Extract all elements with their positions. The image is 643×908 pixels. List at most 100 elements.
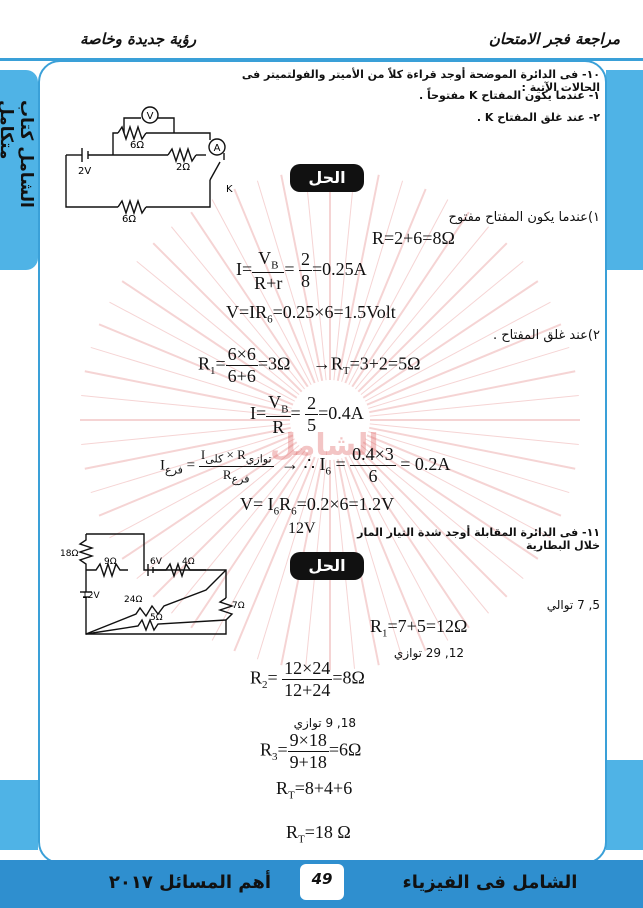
- label-24ohm: 24Ω: [124, 595, 142, 605]
- sunburst-ray: [351, 211, 470, 388]
- sunburst-ray: [344, 188, 427, 384]
- right-side-tab: [606, 70, 643, 270]
- eq-voltage-closed: V= I6R6=0.2×6=1.2V: [240, 494, 395, 518]
- sunburst-ray: [211, 455, 312, 641]
- ammeter-symbol: A: [214, 143, 221, 154]
- sunburst-ray: [336, 174, 380, 381]
- sunburst-ray: [333, 171, 356, 381]
- sunburst-ray: [152, 242, 303, 393]
- side-book-title: الشامل كتاب متكامل: [0, 100, 36, 208]
- sunburst-ray: [152, 447, 303, 598]
- q10-part1: ١- عندما يكون المفتاح K مفتوحاً .: [418, 89, 600, 102]
- solution-label-1: الحل: [290, 164, 364, 192]
- label-6ohm-top: 6Ω: [130, 140, 144, 151]
- label-2ohm: 2Ω: [176, 162, 190, 173]
- sunburst-ray: [366, 434, 562, 517]
- header-right-title: مراجعة فجر الامتحان: [488, 30, 620, 48]
- label-6ohm-bottom: 6Ω: [122, 214, 136, 222]
- sunburst-ray: [90, 431, 292, 494]
- sunburst-ray: [365, 301, 551, 402]
- q11-battery-value: 12V: [288, 520, 316, 537]
- label-18ohm: 18Ω: [60, 549, 78, 559]
- voltmeter-symbol: V: [147, 111, 154, 122]
- q10-part2: ٢- عند غلق المفتاح K .: [476, 111, 600, 124]
- sunburst-decoration: [80, 170, 580, 670]
- solution-label-2: الحل: [290, 552, 364, 580]
- left-side-tab: [0, 70, 38, 270]
- page-number-box: [300, 864, 344, 900]
- sunburst-ray: [84, 370, 291, 414]
- sunburst-ray: [360, 261, 524, 396]
- eq-rt-result: RT=18 Ω: [286, 822, 351, 846]
- eq-rt-sum: RT=8+4+6: [276, 778, 353, 802]
- sunburst-ray: [190, 211, 309, 388]
- sunburst-ray: [360, 444, 524, 579]
- sunburst-ray: [98, 434, 294, 517]
- sunburst-ray: [211, 199, 312, 385]
- sunburst-ray: [81, 423, 291, 446]
- right-side-tab-bottom: [606, 760, 643, 850]
- sunburst-ray: [98, 323, 294, 406]
- sunburst-ray: [351, 452, 470, 629]
- sunburst-ray: [369, 426, 576, 470]
- sunburst-ray: [369, 394, 579, 417]
- sunburst-ray: [121, 441, 298, 560]
- q11-statement: ١١- فى الدائرة المقابلة أوجد شدة التيار …: [357, 526, 600, 552]
- sunburst-ray: [136, 261, 300, 396]
- sunburst-ray: [81, 394, 291, 417]
- sunburst-ray: [171, 226, 306, 390]
- eq-r-total: R=2+6=8Ω: [372, 228, 455, 248]
- circuit-diagram-1: V A 6Ω 2Ω 6Ω 2V K: [65, 106, 233, 222]
- sunburst-ray: [348, 199, 449, 385]
- sunburst-ray: [344, 456, 427, 652]
- sunburst-ray: [233, 456, 316, 652]
- sunburst-ray: [362, 441, 539, 560]
- label-switch-k: K: [226, 184, 233, 195]
- note-series-5-7: 5, 7 توالي: [546, 598, 600, 612]
- sunburst-ray: [136, 444, 300, 579]
- label-12v: 12V: [82, 591, 100, 601]
- label-4ohm: 4Ω: [182, 557, 195, 567]
- left-side-tab-bottom: [0, 780, 38, 850]
- sunburst-ray: [369, 423, 579, 446]
- label-5ohm: 5Ω: [150, 613, 163, 623]
- sunburst-ray: [341, 180, 404, 382]
- case1-heading: ١)عندما يكون المفتاح مفتوح: [448, 210, 600, 225]
- sunburst-ray: [354, 226, 489, 390]
- circuit-diagram-2: 18Ω 9Ω 6V 4Ω 12V 24Ω 7Ω 5Ω: [60, 533, 245, 635]
- header-rule: [0, 58, 643, 61]
- sunburst-ray: [341, 458, 404, 660]
- footer-right-title: الشامل فى الفيزياء: [402, 872, 578, 893]
- sunburst-ray: [109, 438, 295, 539]
- sunburst-ray: [357, 447, 508, 598]
- sunburst-ray: [304, 171, 327, 381]
- q10-statement: ١٠- فى الدائرة الموضحة أوجد قراءة كلاً م…: [241, 68, 600, 94]
- sunburst-ray: [90, 346, 292, 409]
- sunburst-ray: [280, 174, 324, 381]
- sunburst-ray: [256, 458, 319, 660]
- sunburst-ray: [362, 280, 539, 399]
- sunburst-ray: [348, 455, 449, 641]
- label-6v: 6V: [150, 557, 163, 567]
- eq-voltage-open: V=IR6=0.25×6=1.5Volt: [226, 302, 396, 326]
- sunburst-ray: [109, 301, 295, 402]
- note-parallel-12-29: 12, 29 توازي: [393, 646, 464, 660]
- label-9ohm: 9Ω: [104, 557, 117, 567]
- header-left-title: رؤية جديدة وخاصة: [80, 30, 197, 48]
- sunburst-ray: [357, 242, 508, 393]
- sunburst-ray: [121, 280, 298, 399]
- sunburst-ray: [368, 431, 570, 494]
- label-battery-2v: 2V: [78, 166, 91, 177]
- watermark-alshamel: الشامل: [270, 428, 379, 463]
- sunburst-ray: [171, 450, 306, 614]
- sunburst-ray: [369, 370, 576, 414]
- note-parallel-18-9: 18, 9 توازي: [293, 716, 356, 730]
- footer-left-title: أهم المسائل ٢٠١٧: [108, 872, 272, 893]
- label-7ohm: 7Ω: [232, 601, 245, 611]
